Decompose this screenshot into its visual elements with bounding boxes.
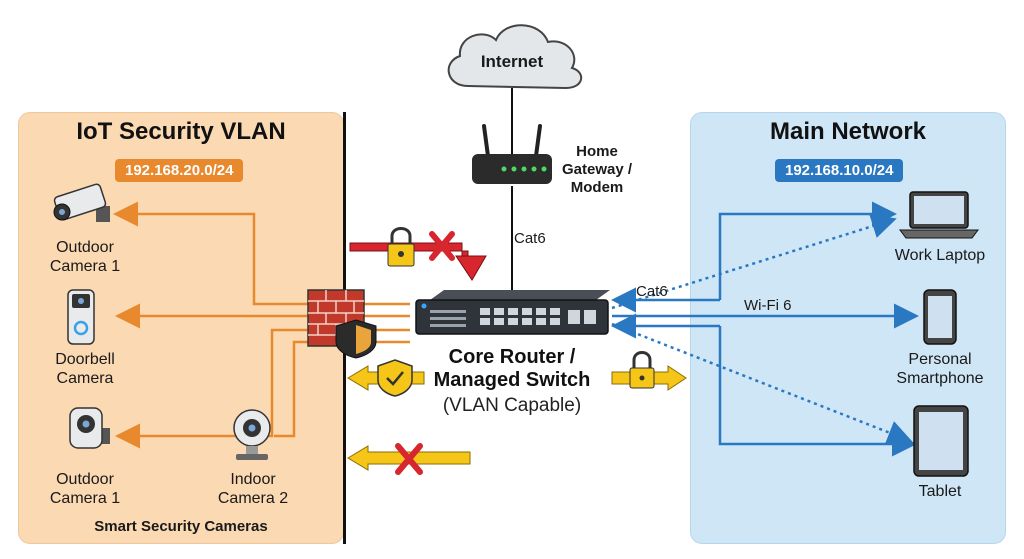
work-laptop-label: Work Laptop — [894, 247, 986, 264]
smartphone-label: Personal Smartphone — [896, 351, 984, 387]
tablet-icon — [913, 405, 969, 477]
gateway-modem-icon — [472, 124, 552, 184]
core-switch-icon — [415, 290, 610, 335]
indoor-camera-icon — [233, 409, 271, 460]
main-lock-arrow — [611, 351, 687, 391]
bullet-camera-icon — [53, 183, 110, 222]
main-subnet-badge: 192.168.10.0/24 — [775, 159, 904, 182]
main-wireless-label: Wi-Fi 6 — [744, 297, 792, 314]
indoor-camera-label: Indoor Camera 2 — [217, 471, 289, 507]
firewall-icon — [307, 289, 377, 359]
uplink-cable-label: Cat6 — [514, 230, 546, 247]
main-network-title: Main Network — [769, 118, 927, 145]
core-router-subtitle: (VLAN Capable) — [442, 395, 582, 416]
core-router-title: Core Router / Managed Switch — [433, 346, 591, 391]
iot-subnet-badge: 192.168.20.0/24 — [115, 159, 244, 182]
allowed-return-arrow — [347, 359, 425, 397]
main-connection-lines — [611, 201, 919, 457]
tablet-label: Tablet — [918, 483, 962, 500]
dome-camera-icon — [69, 407, 110, 449]
doorbell-camera-label: Doorbell Camera — [55, 351, 115, 387]
internet-cloud-icon — [447, 24, 582, 90]
laptop-icon — [899, 191, 979, 239]
main-wired-label: Cat6 — [636, 283, 668, 300]
blocked-iot-to-switch-arrow — [349, 227, 487, 281]
internet-label: Internet — [480, 52, 544, 71]
iot-vlan-title: IoT Security VLAN — [76, 118, 286, 145]
smartphone-icon — [923, 289, 957, 345]
outdoor-camera-2-label: Outdoor Camera 1 — [49, 471, 121, 507]
doorbell-camera-icon — [67, 289, 95, 345]
outdoor-camera-1-label: Outdoor Camera 1 — [49, 239, 121, 275]
iot-footer-label: Smart Security Cameras — [94, 518, 268, 535]
gateway-label: Home Gateway / Modem — [561, 143, 633, 196]
blocked-return-arrow — [347, 443, 471, 475]
